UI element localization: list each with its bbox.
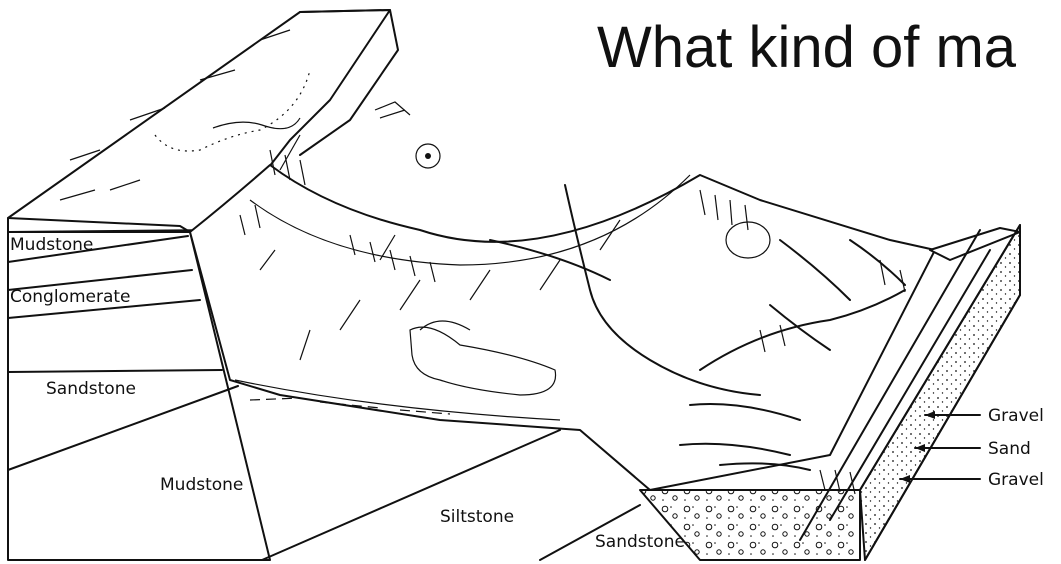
label-siltstone: Siltstone: [440, 507, 514, 527]
label-sand: Sand: [988, 439, 1031, 459]
label-sandstone-left: Sandstone: [46, 379, 136, 399]
label-mudstone-bottom: Mudstone: [160, 475, 243, 495]
upland-plateau: [8, 10, 398, 232]
label-gravel-upper: Gravel: [988, 406, 1044, 426]
label-sandstone-bottom: Sandstone: [595, 532, 685, 552]
label-gravel-lower: Gravel: [988, 470, 1044, 490]
valley-floor: [190, 102, 935, 490]
label-mudstone-top: Mudstone: [10, 235, 93, 255]
label-conglomerate: Conglomerate: [10, 287, 131, 307]
